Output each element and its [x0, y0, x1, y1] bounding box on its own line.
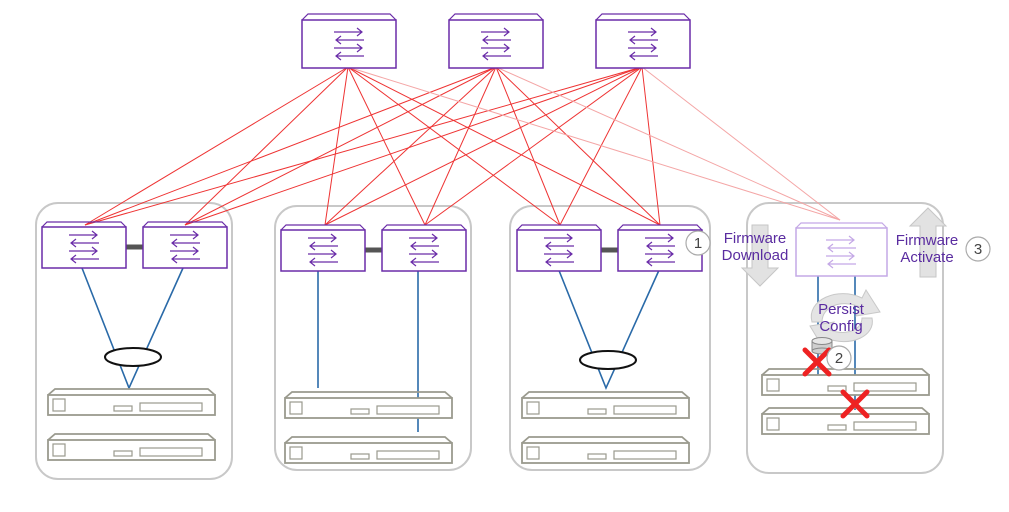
- rack-2: [274, 205, 472, 471]
- step-label-line1: Firmware: [896, 232, 959, 249]
- server-icon: [284, 391, 453, 419]
- step-number-circle: [965, 236, 991, 262]
- step-number-circle: [685, 230, 711, 256]
- step-number-circle: [826, 345, 852, 371]
- spine-switch-icon: [448, 13, 544, 69]
- step-number: 2: [835, 350, 843, 367]
- leaf-switch-icon: [381, 224, 467, 272]
- step-number: 3: [974, 241, 982, 258]
- leaf-switch-icon: [280, 224, 366, 272]
- server-icon: [47, 388, 216, 416]
- peer-links: [126, 244, 619, 253]
- leaf-switch-icon: [41, 221, 127, 269]
- cycle-arrow-icon: [809, 288, 881, 348]
- server-icon: [47, 433, 216, 461]
- spine-switch-icon: [595, 13, 691, 69]
- rack-3: [509, 205, 711, 471]
- leaf-switches: [41, 221, 888, 277]
- step-label-line2: Download: [722, 247, 789, 264]
- step-3-marker: Firmware Activate 3: [896, 232, 991, 266]
- racks: [35, 202, 944, 480]
- step-label-line2: Config: [819, 318, 862, 335]
- leaf-switch-icon: [516, 224, 602, 272]
- server-icon: [284, 436, 453, 464]
- leaf-switch-icon: [142, 221, 228, 269]
- spine-switch-icon: [301, 13, 397, 69]
- server-icon: [521, 436, 690, 464]
- download-arrow-icon: [740, 224, 780, 287]
- uplinks: [84, 66, 661, 226]
- bond-ellipse: [104, 347, 162, 367]
- failure-x-icon: [802, 347, 832, 377]
- failure-x-icon: [840, 389, 870, 419]
- step-label-line1: Firmware: [724, 230, 787, 247]
- spine-switches: [301, 13, 691, 69]
- step-2-marker: Persist Config 2: [818, 301, 865, 371]
- step-1-marker: 1 Firmware Download: [685, 230, 789, 264]
- uplinks-faded: [347, 66, 841, 221]
- upload-arrow-icon: [908, 207, 948, 278]
- rack-4: [746, 202, 944, 474]
- server-icon: [521, 391, 690, 419]
- rack-1: [35, 202, 233, 480]
- step-label-line1: Persist: [818, 301, 865, 318]
- step-label-line2: Activate: [900, 249, 953, 266]
- bond-ellipse: [579, 350, 637, 370]
- servers: [47, 368, 930, 464]
- server-icon: [761, 368, 930, 396]
- step-number: 1: [694, 235, 702, 252]
- leaf-switch-faded-icon: [795, 222, 888, 277]
